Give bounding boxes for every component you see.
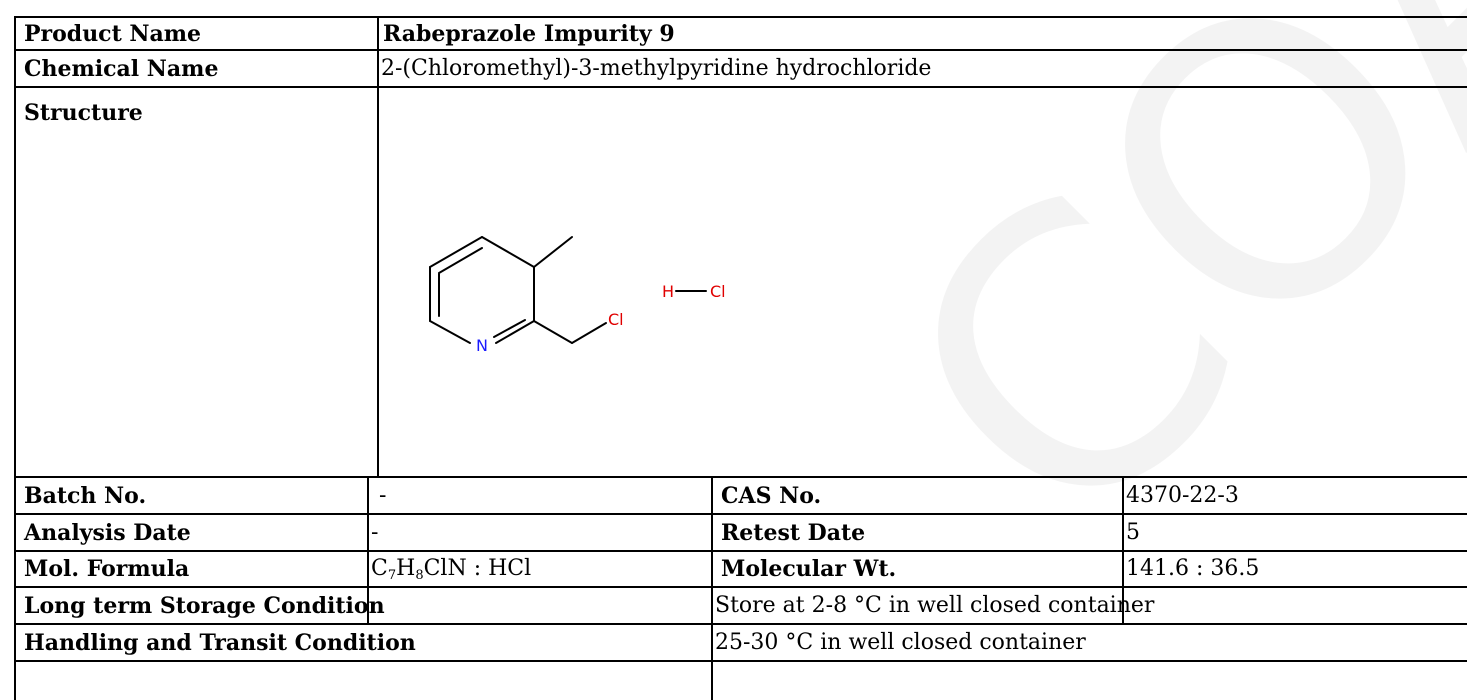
retest-date-value: 5 (1126, 519, 1140, 545)
retest-date-label: Retest Date (721, 519, 866, 546)
analysis-date-label: Analysis Date (24, 519, 191, 546)
structure-label: Structure (24, 100, 143, 126)
coa-sheet: Product Name Rabeprazole Impurity 9 Chem… (14, 16, 1467, 700)
product-name-label: Product Name (24, 20, 202, 47)
chlorine-atom: Cl (608, 310, 624, 329)
storage-condition-label: Long term Storage Condition (24, 592, 385, 619)
chemical-name-value: 2-(Chloromethyl)-3-methylpyridine hydroc… (381, 55, 932, 81)
chemical-structure-image: N Cl H Cl (429, 236, 726, 355)
storage-condition-value: Store at 2-8 °C in well closed container (715, 592, 1155, 618)
batch-no-label: Batch No. (24, 482, 147, 509)
hcl-hydrogen-atom: H (662, 282, 674, 301)
molecular-wt-value: 141.6 : 36.5 (1126, 556, 1260, 581)
handling-condition-value: 25-30 °C in well closed container (715, 629, 1086, 655)
mol-formula-label: Mol. Formula (24, 556, 190, 582)
table-grid (14, 16, 1467, 700)
chemical-name-label: Chemical Name (24, 55, 219, 82)
cas-no-value: 4370-22-3 (1126, 482, 1239, 508)
molecular-wt-label: Molecular Wt. (721, 556, 897, 582)
structure-bonds (429, 236, 707, 344)
hcl-chlorine-atom: Cl (710, 282, 726, 301)
cas-no-label: CAS No. (721, 482, 822, 509)
batch-no-value: - (379, 482, 387, 508)
nitrogen-atom: N (476, 336, 488, 355)
product-name-value: Rabeprazole Impurity 9 (383, 20, 675, 47)
handling-condition-label: Handling and Transit Condition (24, 629, 416, 656)
analysis-date-value: - (371, 519, 379, 545)
